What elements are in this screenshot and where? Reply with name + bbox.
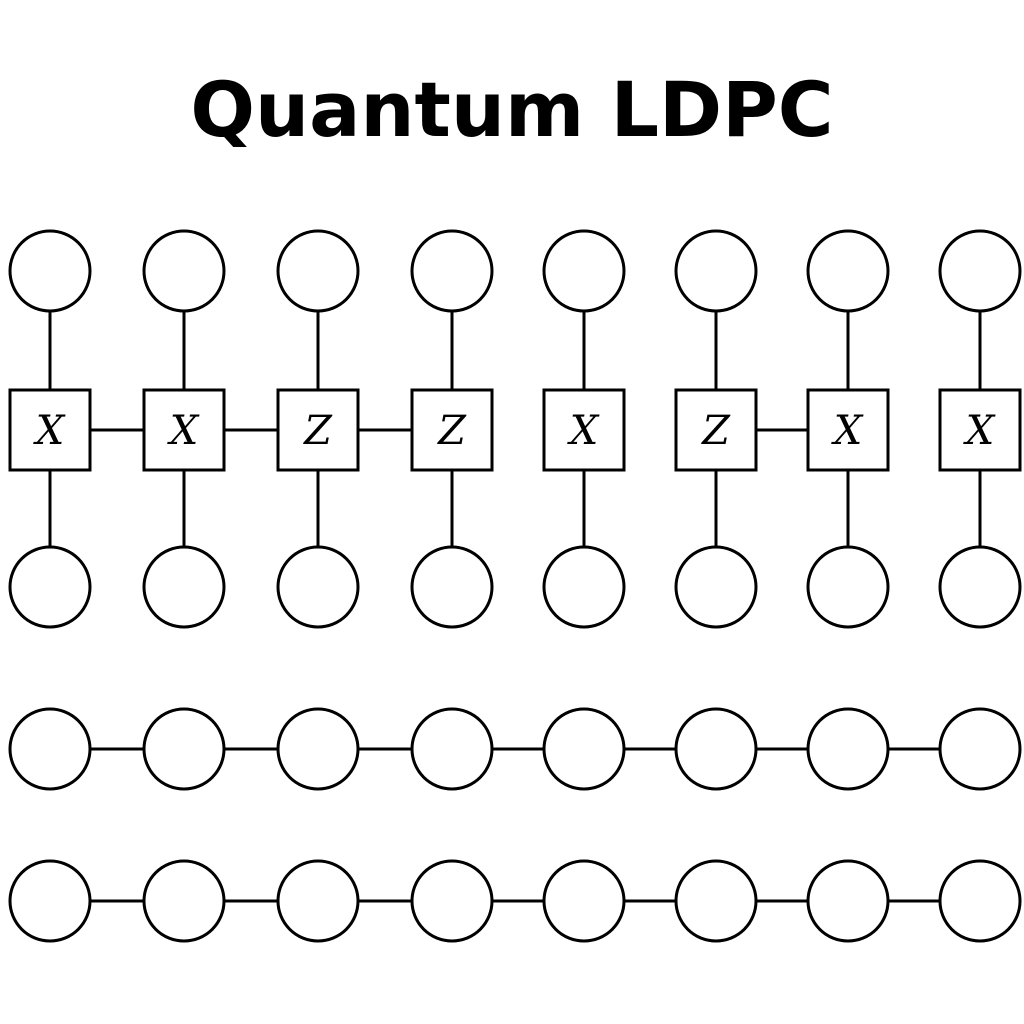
check-node	[410, 388, 494, 472]
check-label: Z	[436, 408, 467, 454]
chain-qubit-node	[806, 859, 890, 943]
chain-qubit-node	[938, 707, 1022, 791]
bottom-qubit-node	[8, 545, 92, 629]
check-node	[938, 388, 1022, 472]
top-qubit-node	[938, 229, 1022, 313]
chain-qubit-node	[410, 859, 494, 943]
chain-qubit-node	[276, 707, 360, 791]
chain-qubit-node	[938, 859, 1022, 943]
top-qubit-node	[276, 229, 360, 313]
chain-qubit-node	[8, 859, 92, 943]
chain-qubit-node	[142, 859, 226, 943]
top-qubit-node	[8, 229, 92, 313]
chain-qubit-node	[542, 707, 626, 791]
top-qubit-node	[142, 229, 226, 313]
chain-qubit-node	[142, 707, 226, 791]
check-label: X	[963, 408, 996, 454]
chain-qubit-node	[410, 707, 494, 791]
check-node	[674, 388, 758, 472]
bottom-qubit-node	[410, 545, 494, 629]
check-node	[276, 388, 360, 472]
bottom-qubit-node	[806, 545, 890, 629]
check-node	[8, 388, 92, 472]
check-label: X	[167, 408, 200, 454]
top-qubit-node	[542, 229, 626, 313]
bottom-qubit-node	[142, 545, 226, 629]
top-qubit-node	[410, 229, 494, 313]
check-node	[542, 388, 626, 472]
chain-qubit-node	[542, 859, 626, 943]
check-label: X	[831, 408, 864, 454]
page-title: Quantum LDPC	[190, 65, 834, 154]
chain-qubit-node	[8, 707, 92, 791]
check-label: Z	[700, 408, 731, 454]
check-label: X	[33, 408, 66, 454]
top-qubit-node	[806, 229, 890, 313]
chain-qubit-node	[674, 707, 758, 791]
chain-qubit-node	[674, 859, 758, 943]
top-qubit-node	[674, 229, 758, 313]
check-label: X	[567, 408, 600, 454]
check-node	[806, 388, 890, 472]
edges-layer	[48, 311, 982, 903]
chain-qubit-node	[276, 859, 360, 943]
bottom-qubit-node	[938, 545, 1022, 629]
bottom-qubit-node	[276, 545, 360, 629]
chain-qubit-node	[806, 707, 890, 791]
check-node	[142, 388, 226, 472]
check-label: Z	[302, 408, 333, 454]
bottom-qubit-node	[674, 545, 758, 629]
bottom-qubit-node	[542, 545, 626, 629]
